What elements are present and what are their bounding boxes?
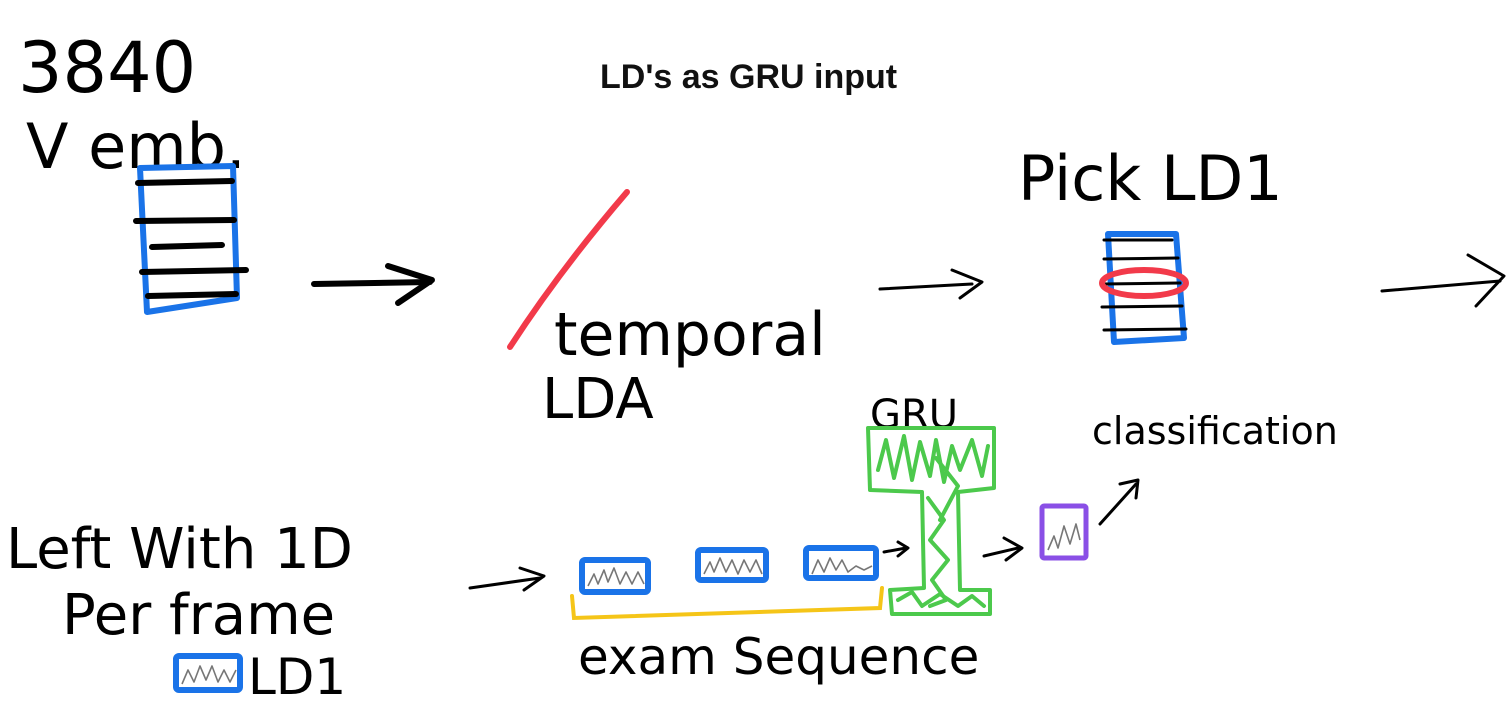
- classification-output-box: [1039, 503, 1089, 561]
- arrow-out-gru: [982, 536, 1024, 562]
- ld1-highlight: [1099, 267, 1189, 299]
- gru-block: [866, 426, 996, 616]
- arrow-to-lda: [311, 263, 435, 306]
- strike-mark: [507, 189, 630, 350]
- sequence-frame-1: [579, 557, 651, 595]
- exam-sequence-label: exam Sequence: [578, 628, 979, 686]
- arrow-right-edge: [1380, 253, 1506, 308]
- per-frame-label: Per frame: [62, 583, 335, 648]
- embedding-label: V emb.: [26, 110, 246, 183]
- dimension-label: 3840: [18, 27, 196, 109]
- ld1-legend-swatch: [173, 653, 243, 693]
- lda-label: LDA: [542, 367, 654, 432]
- selected-embedding-box: [1099, 231, 1189, 345]
- sequence-frame-3: [803, 545, 879, 581]
- embedding-box: [133, 163, 249, 315]
- left-with-1d-label: Left With 1D: [6, 517, 353, 582]
- temporal-label: temporal: [554, 300, 826, 370]
- arrow-to-classification: [1098, 478, 1140, 526]
- sequence-brace: [570, 586, 884, 621]
- arrow-into-gru: [882, 540, 910, 558]
- gru-label: GRU: [870, 392, 958, 438]
- classification-label: classification: [1092, 409, 1338, 453]
- pick-ld1-label: Pick LD1: [1018, 142, 1283, 215]
- ld1-legend-label: LD1: [248, 648, 346, 701]
- arrow-to-pick: [878, 268, 984, 300]
- diagram-title: LD's as GRU input: [600, 58, 897, 96]
- arrow-to-sequence: [468, 566, 546, 592]
- sequence-frame-2: [695, 547, 769, 583]
